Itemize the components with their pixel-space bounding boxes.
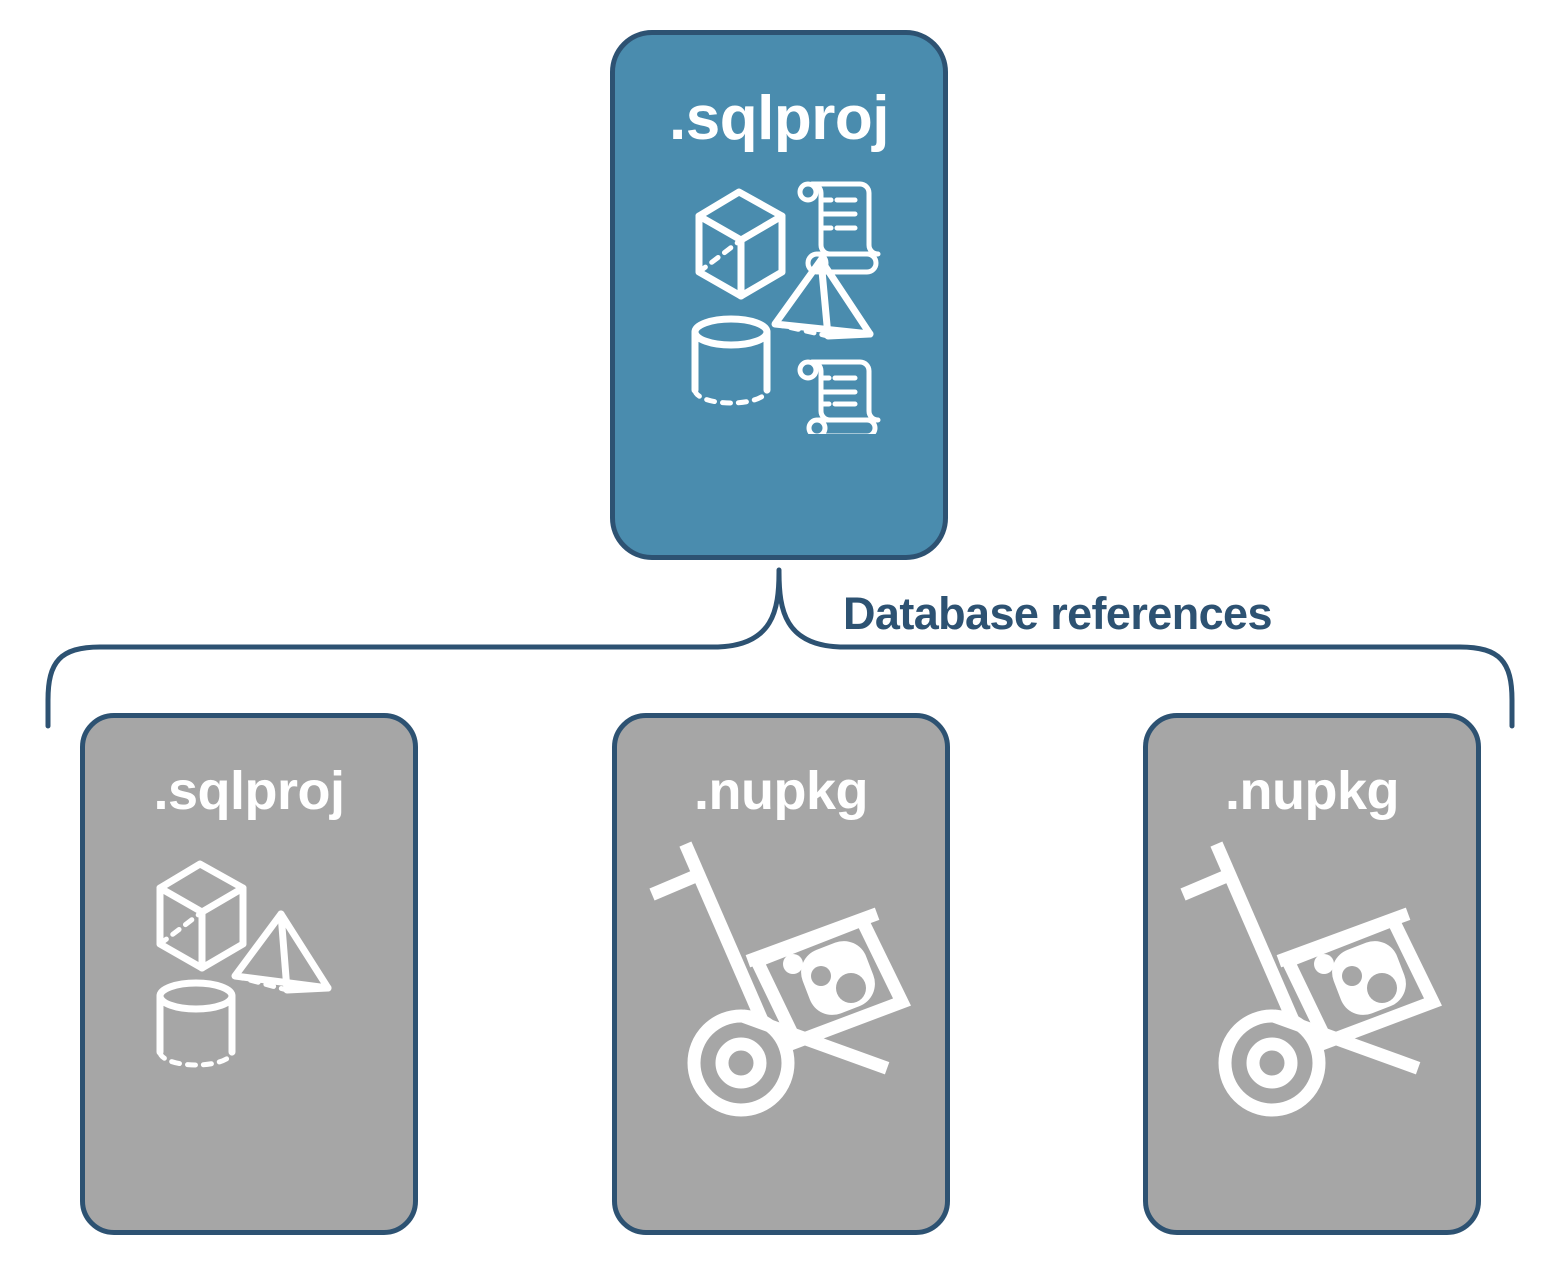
child-icon-group <box>156 860 332 1068</box>
card-title: .sqlproj <box>669 84 889 153</box>
wheel <box>1218 1009 1326 1117</box>
card-artwork <box>85 822 413 1230</box>
pyramid-icon <box>231 910 332 994</box>
pyramid-icon <box>771 256 874 340</box>
cylinder-icon <box>691 315 771 406</box>
hand-truck-package-icon <box>649 841 911 1117</box>
card-artwork <box>617 822 945 1230</box>
edge-label-database-references: Database references <box>843 588 1272 639</box>
node-card-sqlproj-root[interactable]: .sqlproj <box>610 30 948 560</box>
card-artwork <box>1148 822 1476 1230</box>
card-artwork <box>615 154 943 555</box>
cylinder-icon <box>156 979 236 1068</box>
wheel <box>687 1009 795 1117</box>
cube-icon <box>695 188 786 300</box>
root-icon-group <box>691 181 881 434</box>
scroll-icon <box>797 181 881 275</box>
cube-icon <box>156 860 247 972</box>
card-title: .nupkg <box>1225 761 1399 821</box>
nuget-glyph-dots <box>1342 966 1397 1003</box>
node-card-nupkg-2[interactable]: .nupkg <box>1143 713 1481 1235</box>
scroll-icon <box>797 359 881 434</box>
nuget-glyph-dot-outer <box>1314 954 1334 974</box>
nuget-glyph-dots <box>811 966 866 1003</box>
card-title: .sqlproj <box>153 761 345 821</box>
card-title: .nupkg <box>694 761 868 821</box>
node-card-sqlproj-child[interactable]: .sqlproj <box>80 713 418 1235</box>
nuget-glyph-dot-outer <box>783 954 803 974</box>
node-card-nupkg-1[interactable]: .nupkg <box>612 713 950 1235</box>
hand-truck-package-icon <box>1180 841 1442 1117</box>
